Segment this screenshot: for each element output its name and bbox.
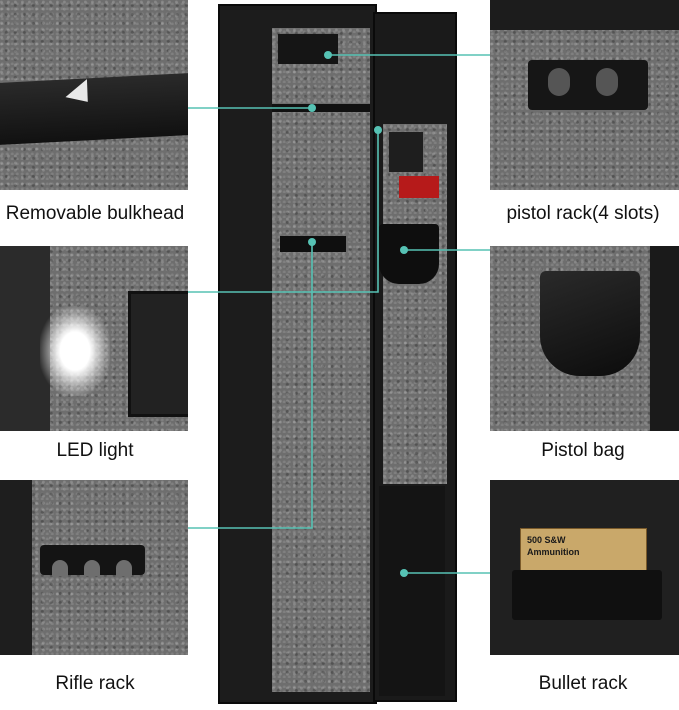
- pistol-rack-photo: [490, 0, 679, 190]
- safe-shelf: [272, 104, 370, 112]
- caption-rifle-rack: Rifle rack: [55, 673, 135, 694]
- caption-pistol-bag: Pistol bag: [541, 440, 625, 461]
- safe-pistol-rack: [278, 34, 338, 64]
- door-control-box: [389, 132, 423, 172]
- bulkhead-photo: [0, 0, 188, 190]
- safe-door: [373, 12, 457, 702]
- rifle-rack-photo: [0, 480, 188, 655]
- ammo-box-line2: Ammunition: [527, 547, 580, 557]
- bullet-rack-photo: 500 S&W Ammunition: [490, 480, 679, 655]
- door-bullet-rack: [379, 486, 445, 696]
- ammo-box-line1: 500 S&W: [527, 535, 566, 545]
- door-pistol-bag: [379, 224, 439, 284]
- gun-safe: [218, 4, 468, 704]
- caption-pistol-rack: pistol rack(4 slots): [506, 203, 660, 224]
- safe-interior: [272, 28, 370, 692]
- caption-bullet-rack: Bullet rack: [538, 673, 628, 694]
- bullet-rack-tray: [512, 570, 662, 620]
- safe-rifle-rack: [280, 236, 346, 252]
- led-glow: [40, 306, 110, 396]
- led-light-photo: [0, 246, 188, 431]
- pistol-rack-bracket: [528, 60, 648, 110]
- pistol-bag: [540, 271, 640, 376]
- pistol-bag-photo: [490, 246, 679, 431]
- bulkhead-shelf: [0, 73, 188, 145]
- caption-led-light: LED light: [56, 440, 134, 461]
- door-warning-label: [399, 176, 439, 198]
- caption-removable-bulkhead: Removable bulkhead: [5, 203, 185, 224]
